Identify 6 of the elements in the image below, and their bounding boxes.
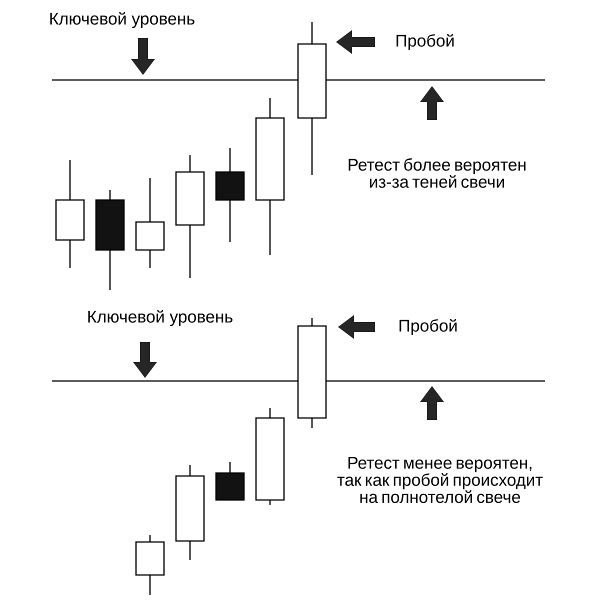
level-label: Ключевой уровень: [88, 310, 232, 326]
level-label: Ключевой уровень: [50, 12, 194, 28]
breakout-label: Пробой: [396, 34, 454, 50]
note-text: Ретест менее вероятен, так как пробой происходит на полнотелой свече: [337, 457, 543, 503]
breakout-label: Пробой: [400, 318, 457, 336]
note-text: Ретест более вероятен из-за теней свечи: [348, 158, 526, 188]
